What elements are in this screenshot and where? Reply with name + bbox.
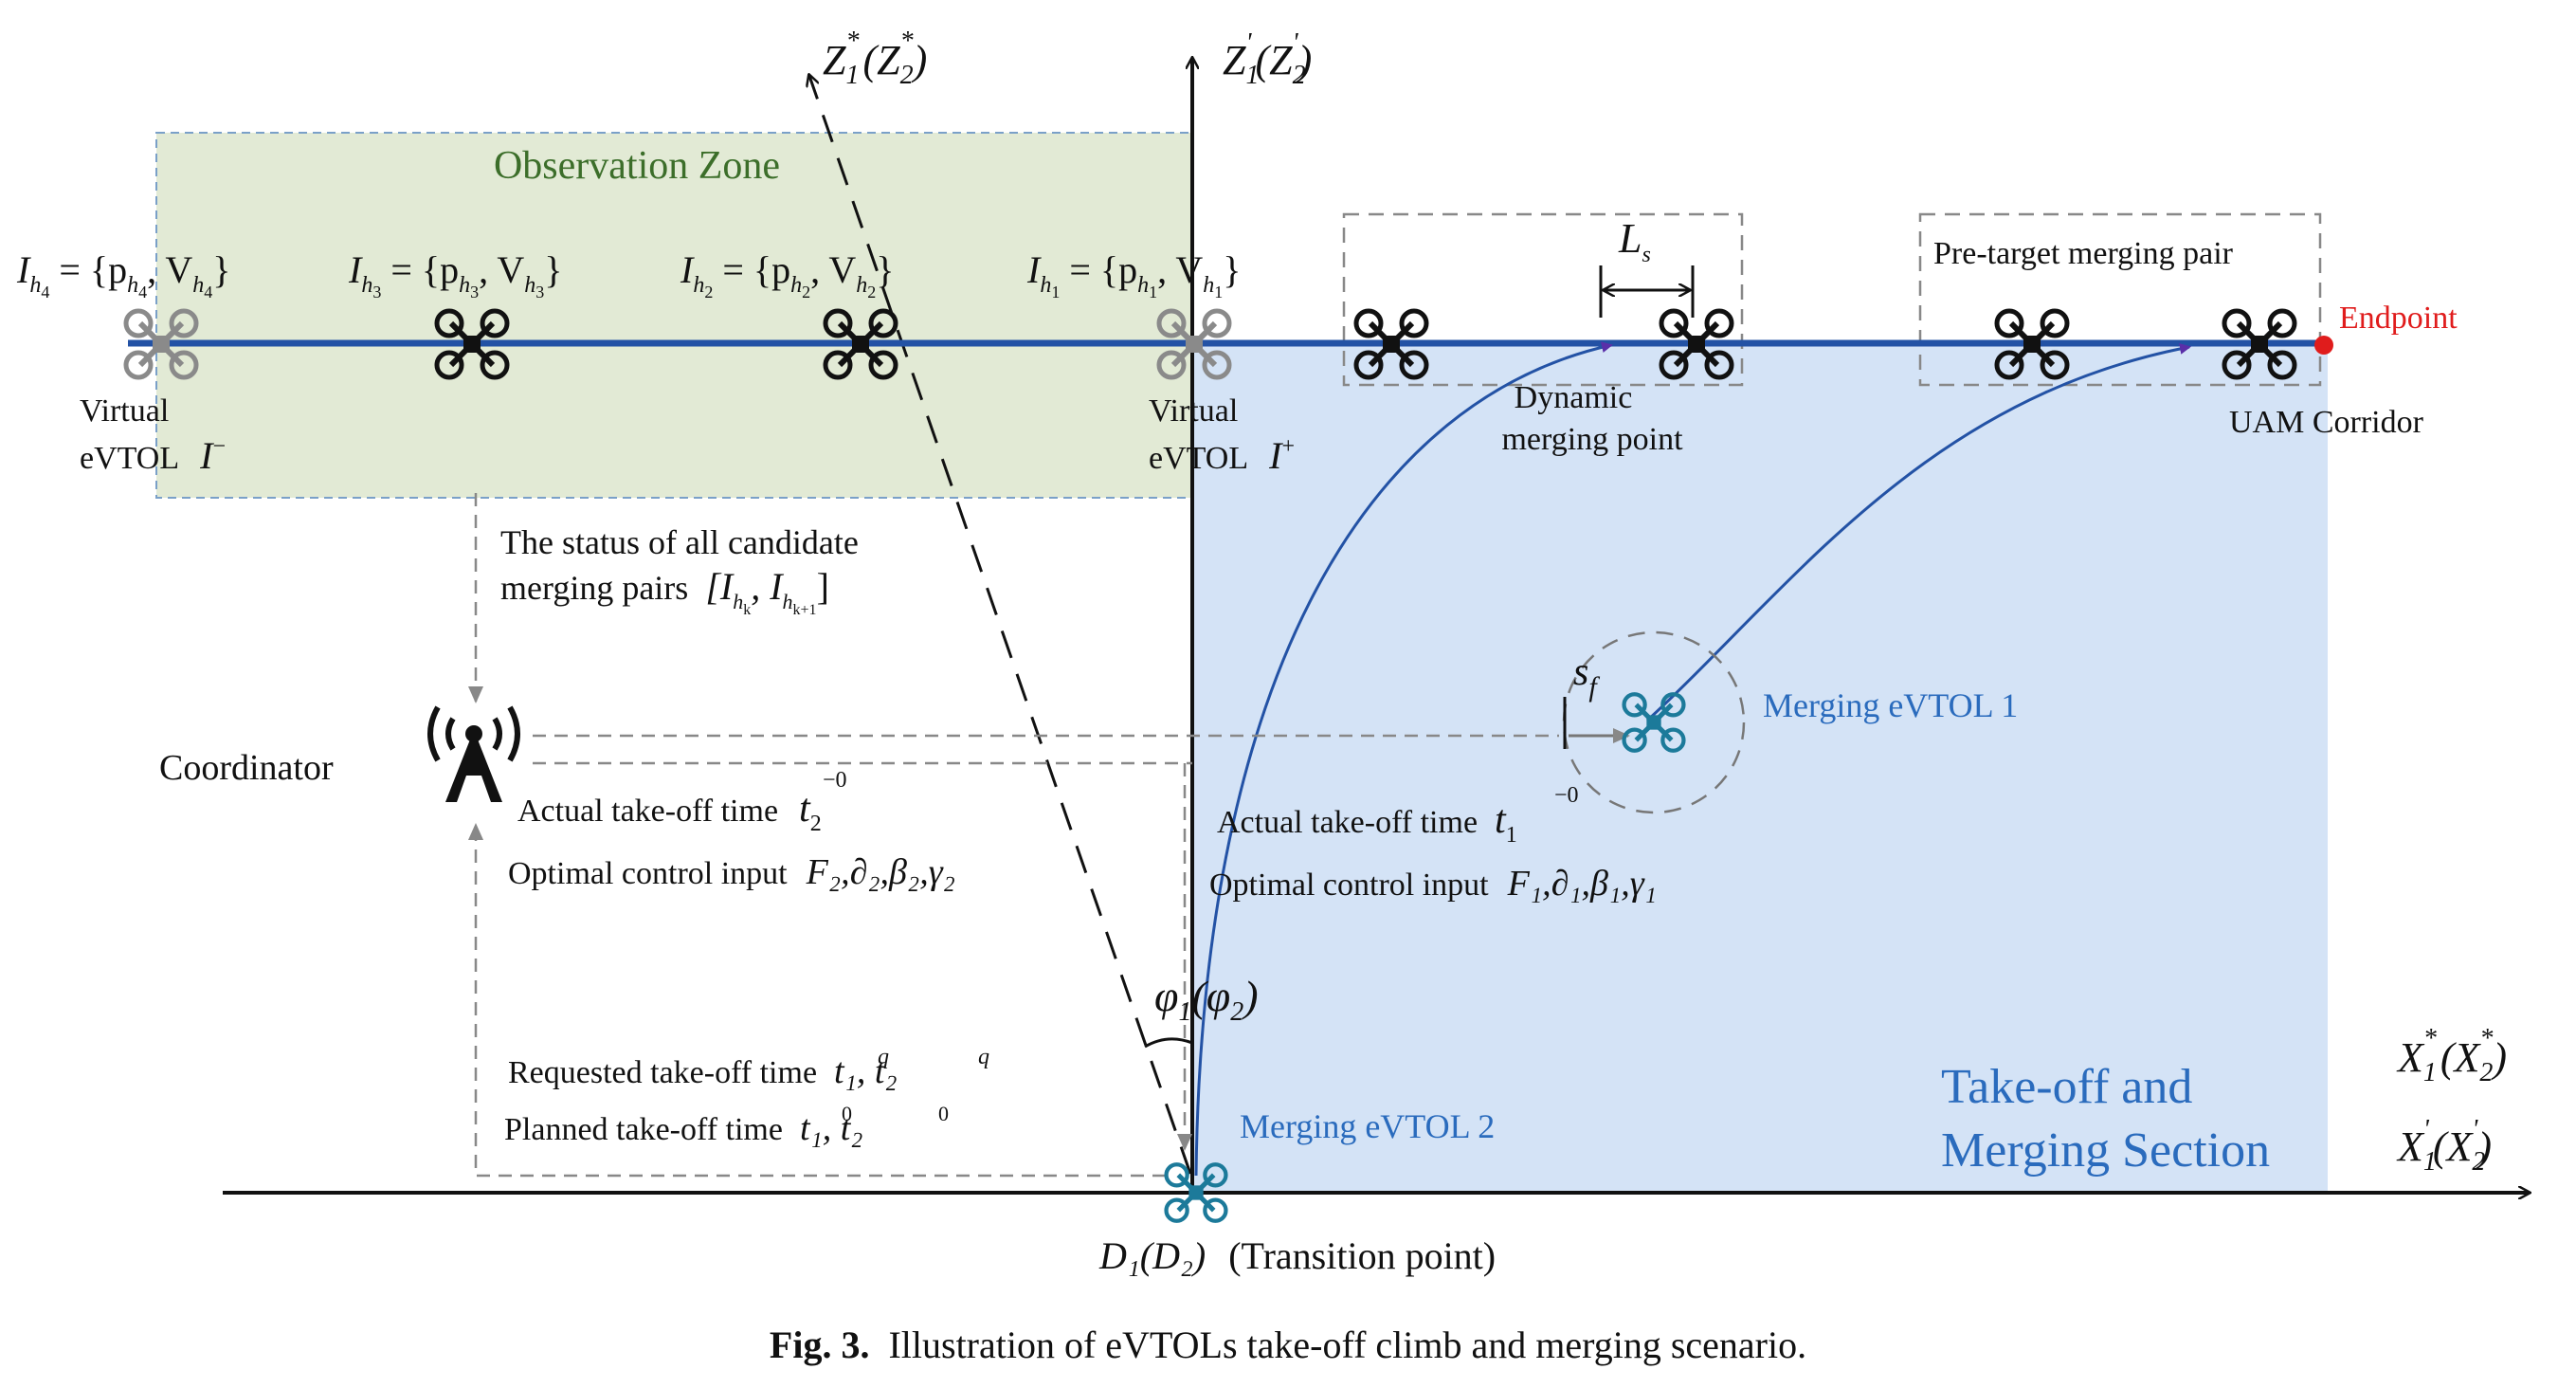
svg-text:q: q bbox=[878, 1045, 889, 1069]
svg-text:−0: −0 bbox=[1554, 783, 1579, 808]
virtual-left-line1: Virtual bbox=[80, 393, 169, 429]
merging-evtol-2-label: Merging eVTOL 2 bbox=[1240, 1107, 1495, 1145]
z-star-axis-label: Z1*(Z2*) bbox=[823, 27, 927, 90]
ls-label: Ls bbox=[1618, 215, 1651, 267]
section-title-line2: Merging Section bbox=[1941, 1123, 2270, 1178]
svg-text:Z1'(Z2'): Z1'(Z2') bbox=[1223, 28, 1312, 90]
trajectory-evtol-1 bbox=[1645, 343, 2191, 722]
dynamic-pair-box bbox=[1342, 212, 1744, 387]
dynamic-label-1: Dynamic bbox=[1515, 380, 1633, 415]
label-ih2: Ih2 = {ph2, Vh2} bbox=[680, 248, 894, 301]
figure-caption: Fig. 3. Illustration of eVTOLs take-off … bbox=[0, 1323, 2576, 1367]
x-star-axis-label: X1*(X2*) bbox=[2396, 1024, 2507, 1087]
coordinator-label: Coordinator bbox=[159, 748, 334, 788]
observation-zone bbox=[155, 132, 1193, 499]
virtual-right-line1: Virtual bbox=[1149, 393, 1238, 429]
z-star-axis bbox=[809, 76, 1192, 1175]
svg-text:q: q bbox=[978, 1045, 989, 1069]
svg-text:φ1(φ2): φ1(φ2) bbox=[1154, 972, 1259, 1027]
safety-circle bbox=[1562, 630, 1746, 814]
svg-text:X1'(X2'): X1'(X2') bbox=[2396, 1115, 2492, 1177]
svg-text:0: 0 bbox=[842, 1102, 852, 1125]
x-prime-axis-label: X1'(X2') bbox=[2396, 1115, 2492, 1177]
pre-target-pair-box bbox=[1918, 212, 2322, 387]
status-line-1: The status of all candidate bbox=[500, 523, 859, 561]
observation-zone-label: Observation Zone bbox=[494, 144, 780, 188]
label-ih4: Ih4 = {ph4, Vh4} bbox=[16, 248, 230, 301]
status-line-2: merging pairs[Ihk, Ihk+1] bbox=[500, 565, 829, 618]
pre-target-label: Pre-target merging pair bbox=[1933, 236, 2234, 271]
trajectory-evtol-2 bbox=[1194, 341, 1613, 1177]
transition-point-label: D₁(D₂)(Transition point) bbox=[1098, 1234, 1496, 1277]
caption-prefix: Fig. 3. bbox=[769, 1324, 870, 1366]
endpoint-marker bbox=[2314, 336, 2333, 355]
merging-scenario-diagram: Observation Zone Take-off and Merging Se… bbox=[16, 27, 2576, 1277]
svg-text:−0: −0 bbox=[823, 768, 847, 793]
svg-text:Ih4 = {ph4, Vh4}: Ih4 = {ph4, Vh4} bbox=[16, 248, 230, 301]
svg-text:D₁(D₂)(Transition point): D₁(D₂)(Transition point) bbox=[1098, 1234, 1496, 1277]
svg-text:Ls: Ls bbox=[1618, 215, 1651, 267]
take-off-merging-section bbox=[1192, 341, 2328, 1193]
phi-angle-arc bbox=[1144, 1037, 1193, 1049]
endpoint-label: Endpoint bbox=[2339, 301, 2458, 336]
link-request-loop bbox=[468, 823, 1166, 1178]
svg-text:Ih1 = {ph1, Vh1}: Ih1 = {ph1, Vh1} bbox=[1026, 248, 1241, 301]
label-ih1: Ih1 = {ph1, Vh1} bbox=[1026, 248, 1241, 301]
dynamic-label-2: merging point bbox=[1501, 422, 1683, 457]
label-ih3: Ih3 = {ph3, Vh3} bbox=[348, 248, 562, 301]
svg-text:Ih3 = {ph3, Vh3}: Ih3 = {ph3, Vh3} bbox=[348, 248, 562, 301]
svg-text:merging pairs[Ihk, Ihk+1]: merging pairs[Ihk, Ihk+1] bbox=[500, 565, 829, 618]
svg-text:Z1*(Z2*): Z1*(Z2*) bbox=[823, 27, 927, 90]
z-prime-axis-label: Z1'(Z2') bbox=[1223, 28, 1312, 90]
svg-text:0: 0 bbox=[938, 1102, 949, 1125]
caption-text: Illustration of eVTOLs take-off climb an… bbox=[888, 1324, 1807, 1366]
svg-text:Ih2 = {ph2, Vh2}: Ih2 = {ph2, Vh2} bbox=[680, 248, 894, 301]
antenna-tower-icon bbox=[427, 705, 520, 802]
svg-text:X1*(X2*): X1*(X2*) bbox=[2396, 1024, 2507, 1087]
phi-label: φ1(φ2) bbox=[1154, 972, 1259, 1027]
section-title-line1: Take-off and bbox=[1941, 1060, 2192, 1114]
merging-evtol-1-label: Merging eVTOL 1 bbox=[1763, 686, 2018, 724]
uam-corridor-label: UAM Corridor bbox=[2229, 405, 2424, 440]
